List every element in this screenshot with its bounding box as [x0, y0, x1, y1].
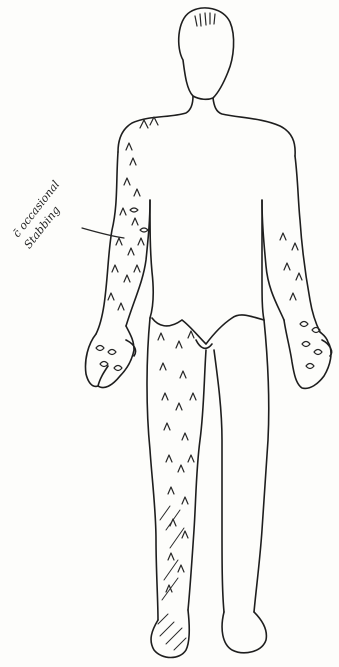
right-arm-outline: [262, 156, 320, 332]
left-leg-pain-marks: [158, 331, 196, 592]
left-foot-outline: [151, 610, 189, 658]
torso-outline: [118, 96, 295, 156]
right-foot-outline: [222, 612, 266, 653]
right-hand-pain-marks: [300, 322, 322, 369]
left-thumb: [126, 340, 136, 356]
groin-outline: [152, 315, 264, 344]
left-hand-pain-marks: [96, 346, 122, 371]
right-leg-outline: [214, 320, 269, 612]
left-leg-outline: [147, 318, 206, 620]
left-torso-side: [150, 200, 153, 318]
left-leg-hatching: [158, 506, 186, 650]
annotation-pointer: [82, 228, 124, 238]
left-hand-outline: [85, 326, 134, 388]
right-hand-outline: [284, 320, 331, 388]
annotation-note: c̄ occasional Stabbing: [9, 178, 75, 251]
right-thumb: [322, 340, 332, 356]
hair-marks: [195, 13, 215, 26]
right-arm-pain-marks: [280, 233, 302, 300]
